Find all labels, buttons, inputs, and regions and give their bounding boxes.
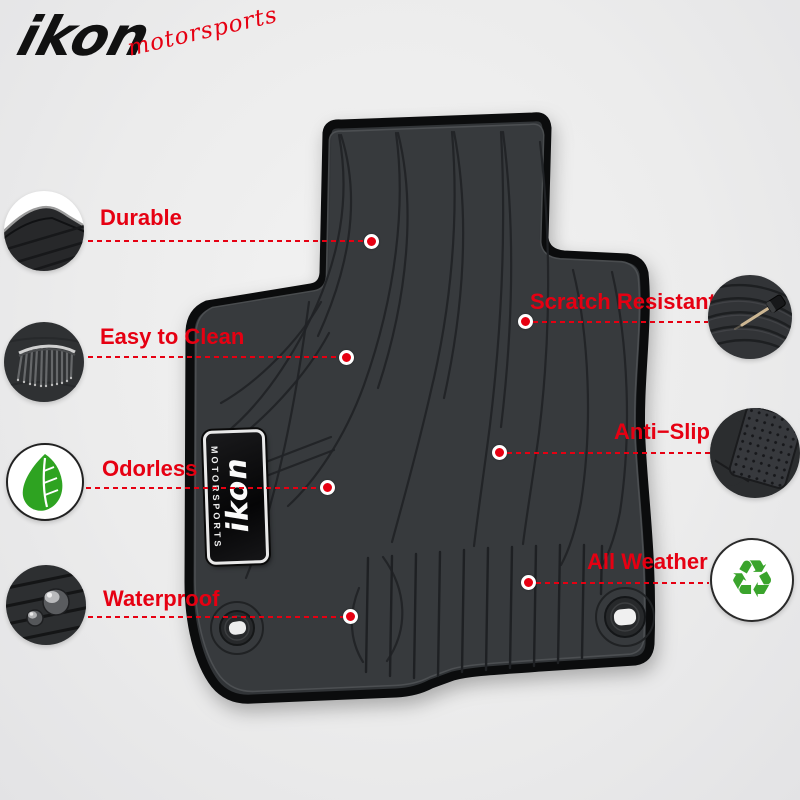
recycle-icon: ♻ [710,538,794,622]
feature-label-durable: Durable [100,205,182,230]
callout-dot-odorless [320,480,335,495]
callout-dot-easy-to-clean [339,350,354,365]
feature-label-anti-slip: Anti−Slip [614,419,710,444]
grommet-right [595,587,655,647]
leader-line-waterproof [88,616,345,618]
leader-line-easy-to-clean [88,356,340,358]
callout-dot-scratch-resistant [518,314,533,329]
callout-dot-all-weather [521,575,536,590]
water-drops-icon [6,565,86,645]
leader-line-scratch-resistant [533,321,708,323]
callout-dot-waterproof [343,609,358,624]
mat-texture-icon [4,191,84,271]
leader-line-anti-slip [507,452,712,454]
mat-brand-badge: ikon MOTORSPORTS [202,428,270,566]
feature-label-easy-to-clean: Easy to Clean [100,324,245,349]
feature-label-waterproof: Waterproof [103,586,220,611]
callout-dot-durable [364,234,379,249]
brush-icon [4,322,84,402]
feature-label-odorless: Odorless [102,456,198,481]
recycle-glyph: ♻ [728,550,776,610]
leaf-icon [6,443,84,521]
anti-slip-backing-icon [710,408,800,498]
scratch-test-icon [708,275,792,359]
feature-label-all-weather: All Weather [587,549,708,574]
callout-dot-anti-slip [492,445,507,460]
feature-label-scratch-resistant: Scratch Resistant [530,289,716,314]
leader-line-durable [88,240,365,242]
leader-line-all-weather [536,582,709,584]
leader-line-odorless [86,487,322,489]
